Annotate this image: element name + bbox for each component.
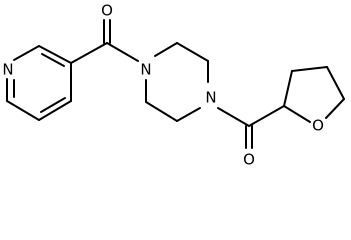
oxolane-oxygen-label: O [312,117,324,135]
top-carbonyl-oxygen-label: O [101,2,113,20]
piperazine-ring [145,42,209,122]
molecule-canvas: N O N N O O [2,1,345,169]
thf-bond-c5-o [325,98,345,119]
oxolane-carbonyl [217,105,285,149]
pyridine-double-bond-c2-c3 [41,53,65,67]
pyridine-bond-c2-c3 [38,45,72,64]
pyridine-bond-c4-c5 [38,100,72,121]
chemical-structure-drawing: N O N N O O [2,2,345,169]
oxolane-ring [283,66,345,123]
piperazine-nitrogen-right-label: N [205,89,216,107]
thf-bond-o-c2 [283,105,311,123]
piperazine-bond-n1-c2 [154,42,178,57]
piperazine-bond-c2-c3 [176,42,209,62]
atom-labels: N O N N O O [2,2,324,169]
piperazine-bond-c5-c6 [145,101,178,122]
bottom-carbonyl-oxygen-label: O [243,151,255,169]
piperazine-nitrogen-left-label: N [140,61,151,79]
bond-ring-to-carbonyl [70,42,108,64]
nicotinoyl-carbonyl [70,19,139,64]
thf-bond-c3-c4 [291,66,328,72]
pyridine-ring [6,45,72,121]
bond-n-to-carbonyl [217,107,250,127]
piperazine-bond-n4-c5 [176,107,201,122]
thf-bond-c2-c3 [283,70,293,107]
pyridine-bond-c5-c6 [6,100,40,121]
bond-carbonyl-to-thf [248,105,285,127]
pyridine-nitrogen-label: N [2,61,13,79]
thf-bond-c4-c5 [326,66,345,100]
pyridine-double-bond-c4-c5 [40,97,66,113]
bond-carbonyl-to-n [106,42,139,62]
pyridine-bond-n-c2 [13,45,40,61]
